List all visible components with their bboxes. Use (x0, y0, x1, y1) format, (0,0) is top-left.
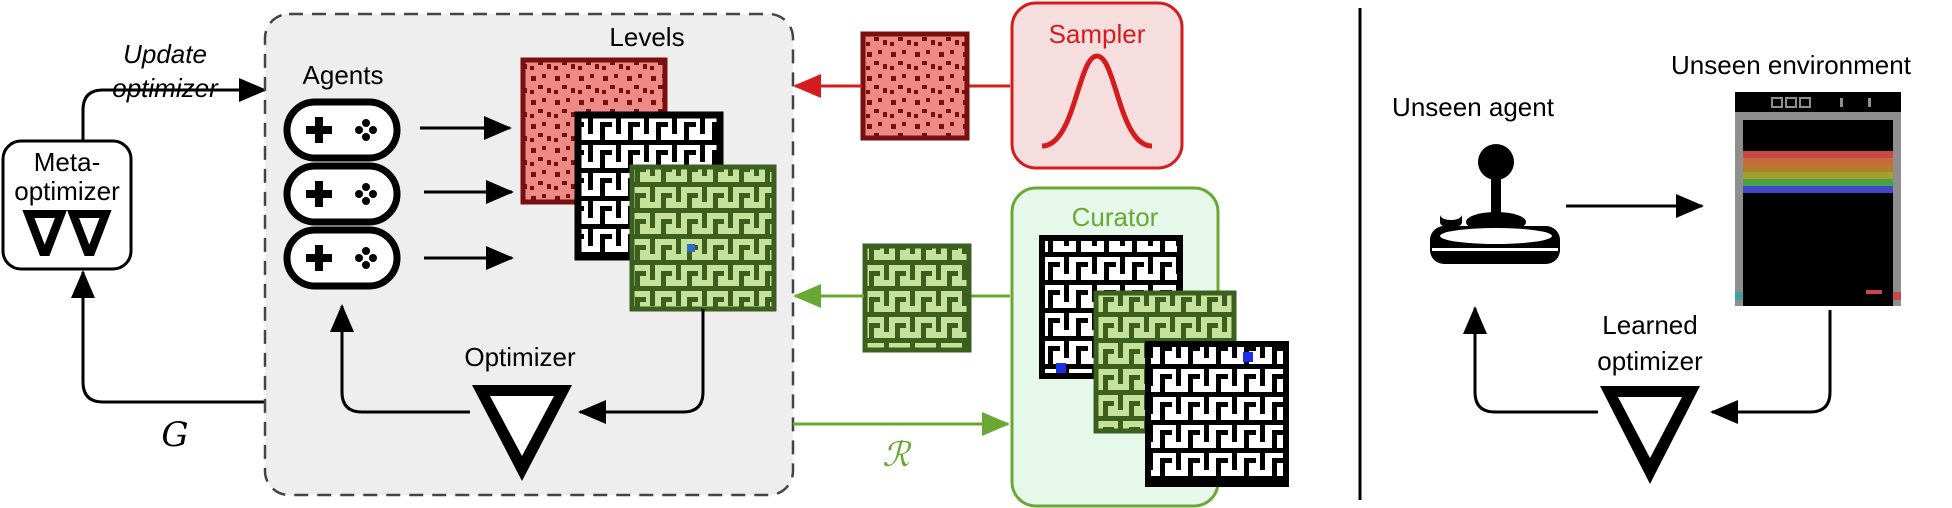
sampler-label: Sampler (1049, 19, 1146, 49)
learned-optimizer-label-line1: Learned (1602, 310, 1697, 340)
goal-marker (687, 244, 695, 252)
goal-marker (1056, 363, 1066, 373)
learned-optimizer-label-line2: optimizer (1597, 346, 1703, 376)
green-level-maze (629, 164, 777, 312)
levels-to-optimizer-arrow (578, 309, 705, 424)
update-optimizer-arrow (81, 78, 267, 141)
sampled-level-maze (860, 31, 970, 141)
unseen-agent-label: Unseen agent (1392, 92, 1555, 122)
meta-optimizer-label-line1: Meta- (34, 147, 100, 177)
gamepad-icon (283, 98, 401, 162)
optimizer-label: Optimizer (464, 342, 576, 372)
curated-level-bw-2 (1145, 341, 1289, 487)
meta-optimizer-box (1, 139, 133, 271)
optimizer-to-agents-arrow (330, 304, 470, 414)
g-feedback-arrow (71, 270, 265, 404)
goal-marker (1243, 352, 1253, 362)
gaussian-curve-icon (1041, 53, 1153, 149)
levels-label: Levels (609, 22, 684, 52)
update-optimizer-label-line1: Update (123, 39, 207, 69)
optimizer-to-agent-arrow (1463, 306, 1598, 414)
meta-nabla-symbol: ∇∇ (22, 198, 112, 272)
gamepad-icon (283, 162, 401, 226)
atari-breakout-screen (1735, 92, 1901, 306)
unseen-environment-label: Unseen environment (1671, 50, 1912, 80)
meta-optimizer-label-line2: optimizer (14, 176, 120, 206)
agents-label: Agents (303, 60, 384, 90)
g-symbol: G (161, 415, 188, 455)
update-optimizer-label-line2: optimizer (112, 73, 219, 103)
r-symbol: ℛ (882, 435, 912, 475)
curated-level-maze (862, 243, 972, 353)
env-to-optimizer-arrow (1710, 310, 1832, 424)
joystick-icon (1430, 144, 1560, 264)
curator-label: Curator (1072, 202, 1159, 232)
gamepad-icon (283, 226, 401, 290)
sampler-box (1010, 1, 1184, 170)
